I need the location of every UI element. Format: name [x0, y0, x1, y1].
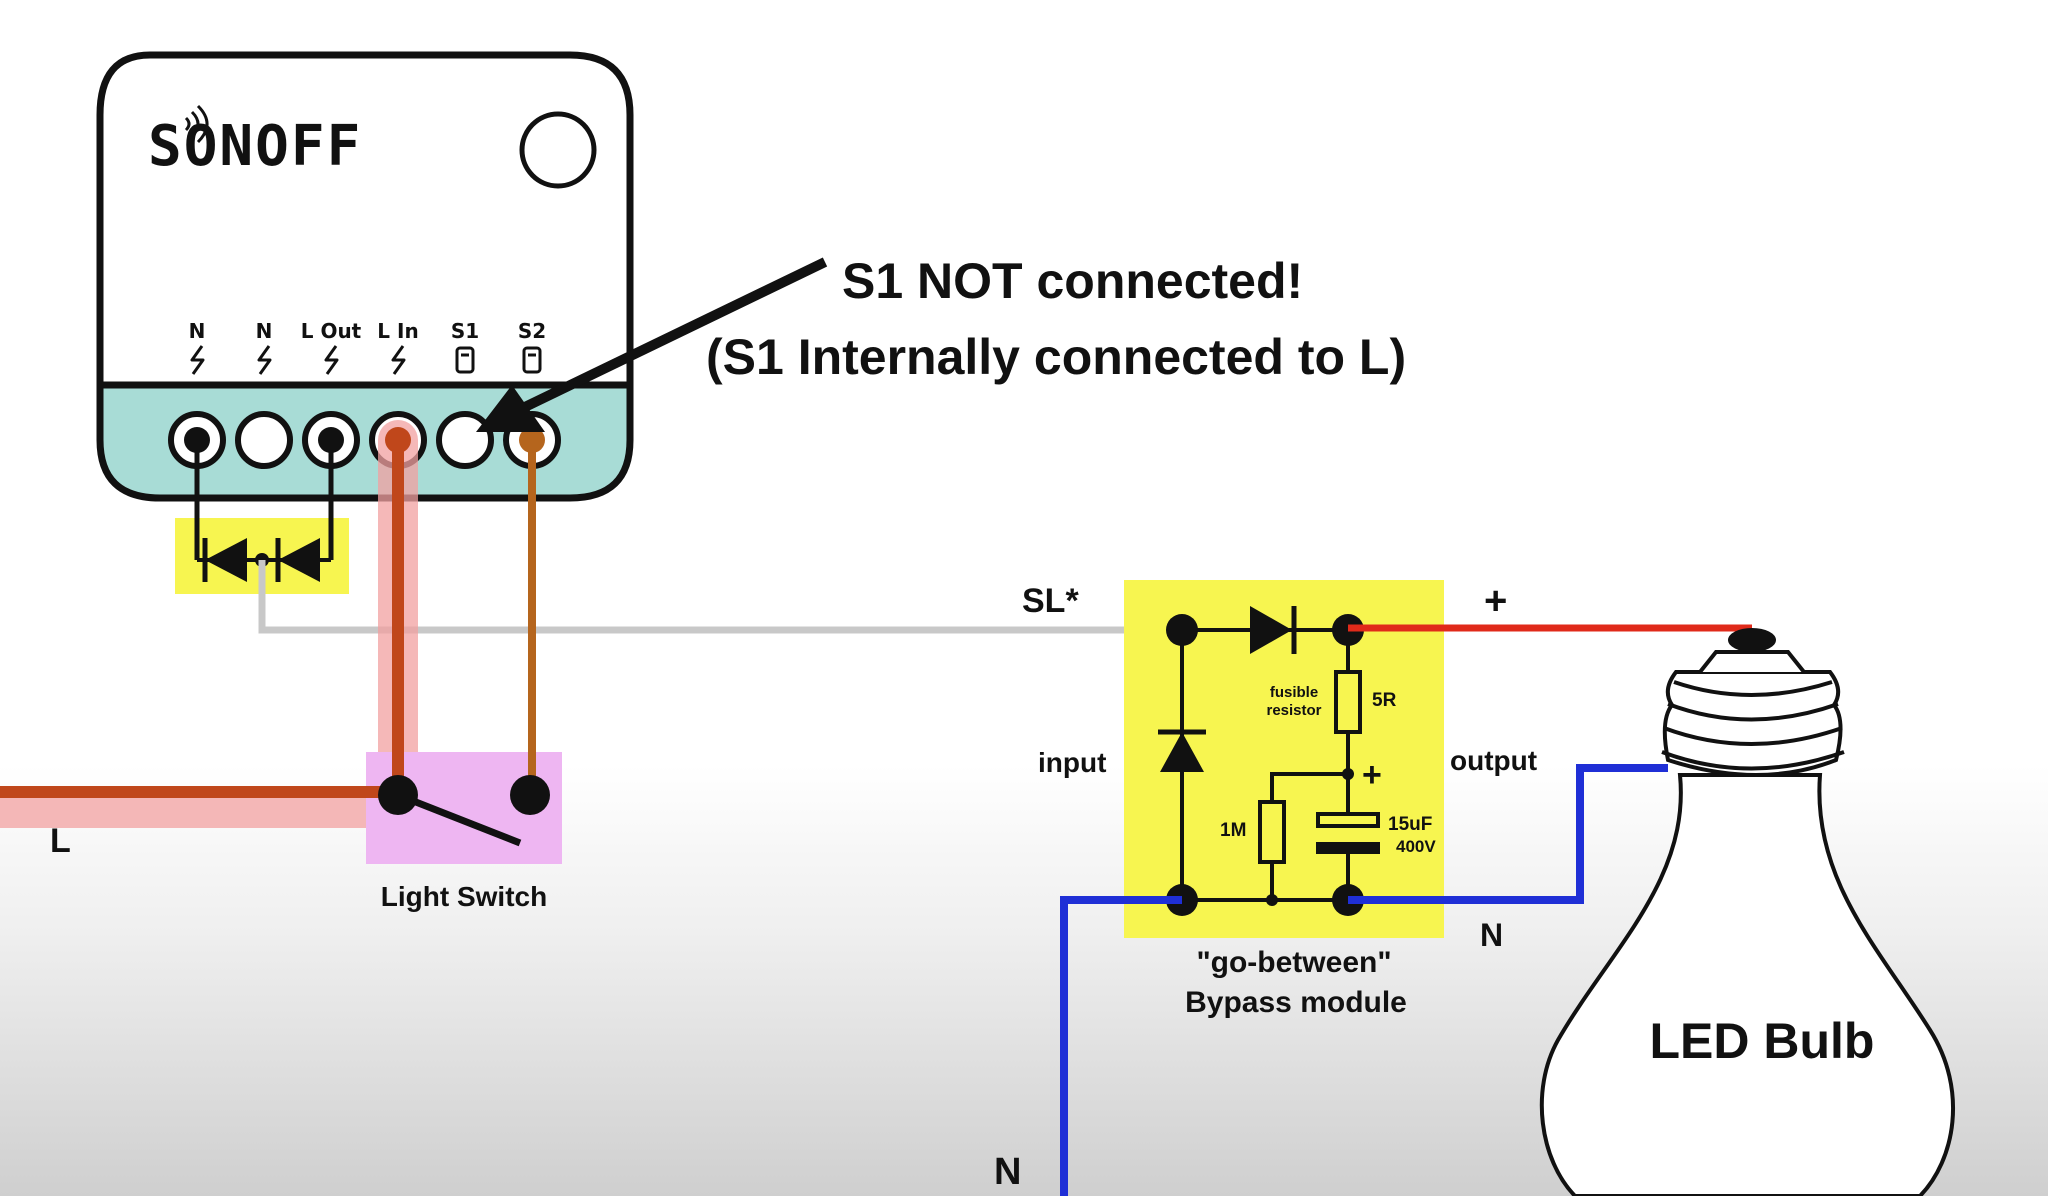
power-icon	[190, 345, 205, 375]
switch-input-icon	[522, 346, 542, 374]
terminal-label-s1: S1	[451, 319, 479, 343]
device-body	[96, 51, 634, 389]
diode-pair	[175, 440, 349, 594]
bleed-resistor	[1258, 800, 1286, 864]
terminal-label-lout: L Out	[301, 319, 362, 343]
neutral-wire	[1060, 896, 1182, 1196]
power-icon	[391, 345, 406, 375]
bulb-neutral-label: N	[1480, 917, 1503, 953]
bypass-caption-2: Bypass module	[1185, 986, 1407, 1019]
power-icon	[324, 345, 339, 375]
neutral-label: N	[994, 1151, 1021, 1193]
arrow-head	[476, 385, 545, 432]
output-label: output	[1450, 745, 1537, 776]
switch-input-icon	[455, 346, 475, 374]
switch-label: Light Switch	[381, 881, 547, 912]
switch-contact	[378, 775, 418, 815]
switch-lever	[396, 791, 522, 847]
capacitor-voltage: 400V	[1396, 837, 1436, 856]
terminal-n2	[235, 411, 293, 469]
capacitor-plate-negative	[1316, 842, 1380, 854]
brand-logo: SONOFF	[148, 114, 362, 179]
annotation-line-1: S1 NOT connected!	[842, 253, 1303, 309]
bulb-neck	[1698, 650, 1806, 674]
wifi-icon	[184, 104, 209, 144]
bypass-caption-1: "go-between"	[1196, 946, 1391, 979]
resistor-value: 5R	[1372, 690, 1397, 711]
bleed-resistor-value: 1M	[1220, 820, 1246, 841]
diode-icon	[1160, 732, 1204, 772]
sonoff-device: SONOFF N N L Out L In S1 S2	[96, 51, 634, 502]
diode-icon	[1250, 606, 1292, 654]
bypass-module: fusible resistor 5R 1M + 15uF 400V input…	[1022, 580, 1537, 1019]
annotation-arrow	[495, 257, 828, 425]
neutral-wire	[1348, 764, 1668, 904]
terminal-label-n2: N	[256, 319, 273, 343]
terminal-s1	[436, 411, 494, 469]
sl-label: SL*	[1022, 582, 1079, 620]
diode-icon	[205, 538, 247, 582]
power-icon	[257, 345, 272, 375]
terminal-dot	[519, 427, 545, 453]
terminal-label-s2: S2	[518, 319, 546, 343]
terminal-dot	[385, 427, 411, 453]
input-label: input	[1038, 747, 1106, 778]
sl-wire	[258, 560, 1182, 634]
light-switch: Light Switch	[0, 427, 562, 912]
capacitor-value: 15uF	[1388, 814, 1432, 835]
switch-contact	[510, 775, 550, 815]
fusible-label: fusible	[1270, 684, 1318, 701]
bulb-contact	[1728, 628, 1776, 652]
pairing-button	[519, 111, 597, 189]
fusible-label: resistor	[1266, 702, 1321, 719]
capacitor-plus: +	[1362, 756, 1382, 794]
capacitor-plate-positive	[1316, 812, 1380, 828]
positive-label: +	[1484, 579, 1507, 623]
bulb-label: LED Bulb	[1650, 1013, 1875, 1069]
fusible-resistor	[1334, 670, 1362, 734]
terminal-label-lin: L In	[377, 319, 418, 343]
bulb-glass	[1539, 773, 1956, 1196]
annotation-line-2: (S1 Internally connected to L)	[706, 329, 1406, 385]
annotation: S1 NOT connected! (S1 Internally connect…	[476, 253, 1406, 432]
live-line-label: L	[50, 822, 71, 860]
terminal-label-n1: N	[189, 319, 206, 343]
led-bulb: LED Bulb	[1539, 628, 1956, 1196]
diode-icon	[278, 538, 320, 582]
